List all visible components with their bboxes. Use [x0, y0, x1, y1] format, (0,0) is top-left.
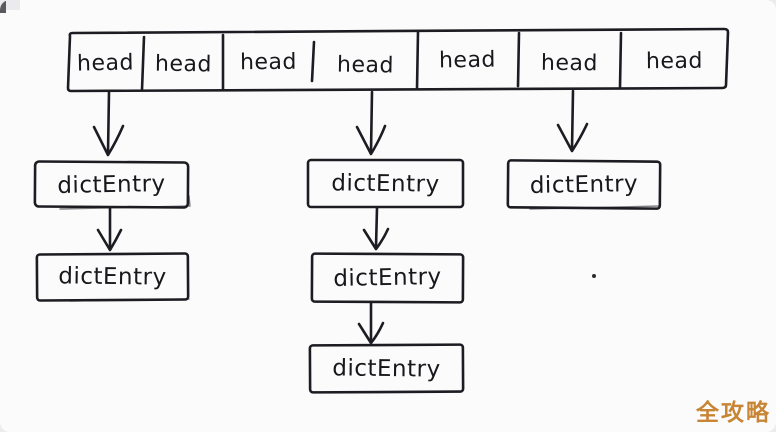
scan-artifact-corner-light: [6, 0, 20, 10]
head-array: head head head head head head head: [67, 33, 728, 91]
arrow-head4-to-entry: [355, 90, 387, 156]
head-cell: head: [143, 33, 223, 91]
head-cell-separator: [516, 31, 521, 88]
dictentry-label: dictEntry: [333, 264, 442, 292]
head-cell: head: [417, 33, 518, 91]
scan-artifact-corner-dark: [0, 0, 6, 13]
head-array-outline: [66, 27, 730, 93]
arrow-entry-to-entry-mid-1: [362, 206, 390, 251]
dictentry-box-overdraw: [69, 298, 190, 302]
dictentry-box: [310, 252, 465, 304]
head-cell-label: head: [76, 49, 134, 77]
head-cell-label: head: [645, 48, 703, 74]
arrow-entry-to-entry-left: [96, 206, 123, 252]
dictentry-label: dictEntry: [57, 170, 166, 199]
head-cell-separator: [415, 30, 420, 91]
dictentry-box: [308, 343, 465, 394]
dictentry-label: dictEntry: [58, 263, 167, 291]
dictentry-box-overdraw: [59, 195, 191, 210]
head-cell-separator: [618, 31, 623, 89]
dictentry-box: [306, 158, 465, 209]
arrow-head6-to-entry: [556, 89, 589, 153]
dictentry-box: [33, 160, 190, 209]
head-cell: head: [67, 33, 143, 91]
scan-artifact-speck: [592, 274, 596, 278]
head-cell-label: head: [438, 47, 497, 73]
head-cell-label: head: [239, 49, 297, 75]
head-cell: head: [620, 33, 728, 91]
head-cell-label: head: [540, 50, 598, 76]
watermark-text: 全攻略: [696, 400, 771, 426]
head-cell: head: [518, 33, 620, 91]
head-cell-separator: [310, 40, 316, 83]
head-cell-label: head: [336, 52, 394, 78]
head-cell: head: [223, 33, 313, 91]
dictentry-label: dictEntry: [331, 169, 440, 198]
head-cell-separator: [140, 35, 146, 92]
head-cell: head: [313, 33, 417, 91]
dictentry-box-overdraw: [529, 205, 661, 210]
arrow-head1-to-entry: [92, 90, 125, 157]
head-cell-label: head: [154, 51, 212, 77]
dictentry-label: dictEntry: [332, 354, 441, 383]
dictentry-label: dictEntry: [529, 170, 639, 199]
arrow-entry-to-entry-mid-2: [357, 301, 385, 345]
